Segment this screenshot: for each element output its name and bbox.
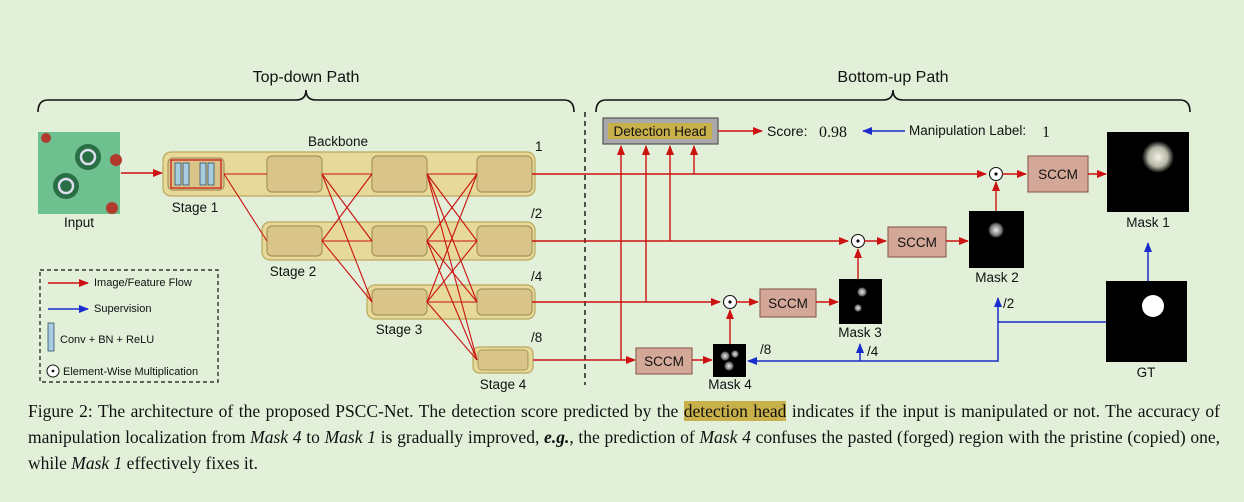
- legend-supervision: Supervision: [94, 303, 151, 315]
- caption-text-5: confuses the pasted (forged) region with…: [28, 427, 1221, 473]
- caption-to: to: [306, 427, 320, 447]
- detection-head-highlight: [608, 123, 712, 139]
- manipulation-label-text: Manipulation Label:: [909, 123, 1026, 138]
- caption-mask1-b: Mask 1: [71, 453, 123, 473]
- legend-mult: Element-Wise Multiplication: [63, 366, 198, 378]
- block-r1-c2: [266, 155, 323, 193]
- svg-text:SCCM: SCCM: [644, 354, 684, 369]
- supervision-scale-8: /8: [760, 342, 771, 357]
- mask3-label: Mask 3: [838, 325, 882, 340]
- supervision-scale-4: /4: [867, 344, 879, 359]
- mask1-label: Mask 1: [1126, 215, 1170, 230]
- mask2-image: [969, 211, 1024, 268]
- legend-conv: Conv + BN + ReLU: [60, 334, 154, 346]
- bottom-up-path-label: Bottom-up Path: [837, 69, 948, 86]
- caption-mask4: Mask 4: [250, 427, 302, 447]
- feature-flow-lines: [532, 145, 987, 364]
- legend-flow: Image/Feature Flow: [94, 277, 192, 289]
- input-label: Input: [64, 215, 94, 230]
- block-r4-c4-inner: [477, 349, 529, 371]
- supervision-lines: [747, 242, 1152, 365]
- scale-label-8: /8: [531, 330, 542, 345]
- scale-label-2: /2: [531, 206, 542, 221]
- mask3-image: [839, 279, 882, 324]
- block-r3-c4: [476, 288, 533, 316]
- mult-node-1: [988, 166, 1004, 182]
- supervision-scale-2: /2: [1003, 296, 1014, 311]
- legend-conv-icon: [47, 322, 55, 352]
- block-r3-c3: [371, 288, 428, 316]
- mult-node-3: [722, 294, 738, 310]
- block-r1-c3: [371, 155, 428, 193]
- bottom-up-brace: [595, 89, 1191, 113]
- caption-text-1: The architecture of the proposed PSCC-Ne…: [97, 401, 679, 421]
- sccm-block-4: SCCM: [635, 347, 693, 375]
- caption-lead: Figure 2:: [28, 401, 93, 421]
- mask1-image: [1107, 132, 1189, 212]
- block-r2-c4: [476, 225, 533, 257]
- score-label: Score:: [767, 123, 807, 139]
- block-r2-c3: [371, 225, 428, 257]
- backbone-connections: [223, 173, 478, 361]
- manipulation-label-value: 1: [1042, 124, 1050, 141]
- block-r2-c2: [266, 225, 323, 257]
- figure-caption: Figure 2: The architecture of the propos…: [28, 398, 1220, 476]
- stage3-label: Stage 3: [376, 322, 423, 337]
- input-image: [38, 132, 122, 214]
- caption-text-6: effectively fixes it.: [126, 453, 259, 473]
- detection-head-label: Detection Head: [613, 124, 706, 139]
- mask4-label: Mask 4: [708, 377, 752, 392]
- legend: Image/Feature Flow Supervision Conv + BN…: [39, 269, 219, 383]
- mask4-image: [713, 344, 746, 377]
- caption-text-2: indicates if the input is manipulated or…: [28, 401, 1221, 447]
- caption-text-4: , the prediction of: [569, 427, 695, 447]
- score-value: 0.98: [819, 124, 847, 141]
- stage1-red-frame: [170, 159, 222, 189]
- caption-highlight: detection head: [683, 401, 787, 421]
- caption-text-3: is gradually improved,: [380, 427, 540, 447]
- gt-label: GT: [1137, 365, 1156, 380]
- sccm-block-3: SCCM: [759, 288, 817, 318]
- svg-text:SCCM: SCCM: [897, 235, 937, 250]
- caption-mask4-b: Mask 4: [699, 427, 751, 447]
- top-down-brace: [37, 89, 575, 113]
- mask2-label: Mask 2: [975, 270, 1019, 285]
- svg-text:SCCM: SCCM: [1038, 167, 1078, 182]
- scale-label-4: /4: [531, 269, 543, 284]
- top-down-path-label: Top-down Path: [253, 69, 360, 86]
- stage4-label: Stage 4: [480, 377, 527, 392]
- stage1-conv-bars: [174, 162, 215, 186]
- scale-label-1: 1: [535, 139, 543, 154]
- caption-eg: e.g.: [544, 427, 570, 447]
- backbone-label: Backbone: [308, 134, 368, 149]
- bottom-up-flow: [726, 170, 1107, 344]
- caption-mask1: Mask 1: [324, 427, 376, 447]
- sccm-block-1: SCCM: [1027, 155, 1089, 193]
- mult-node-2: [850, 233, 866, 249]
- architecture-diagram: Top-down Path Bottom-up Path Input Backb…: [37, 69, 1191, 392]
- svg-text:SCCM: SCCM: [768, 296, 808, 311]
- block-r1-c4: [476, 155, 533, 193]
- gt-image: [1106, 281, 1187, 362]
- sccm-block-2: SCCM: [887, 226, 947, 258]
- stage2-label: Stage 2: [270, 264, 317, 279]
- stage1-label: Stage 1: [172, 200, 219, 215]
